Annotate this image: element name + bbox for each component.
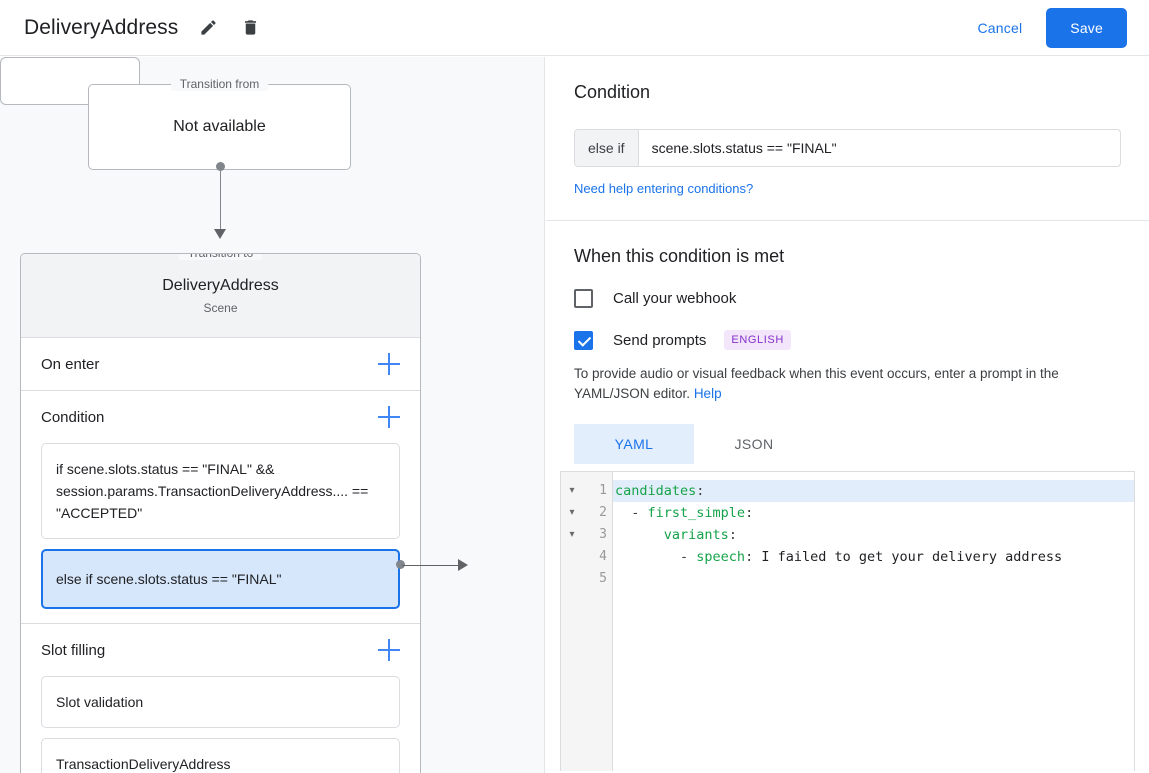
add-condition-icon[interactable] <box>378 406 400 428</box>
condition-met-heading: When this condition is met <box>574 246 785 266</box>
connector-arrow-down <box>214 229 226 239</box>
condition-field-row: else if <box>574 129 1121 167</box>
code-line: - first_simple: <box>631 505 754 521</box>
fold-toggle[interactable]: ▾ <box>569 507 575 518</box>
slot-filling-list: Slot validation TransactionDeliveryAddre… <box>41 676 400 773</box>
editor-fold-gutter[interactable]: ▾ ▾ ▾ <box>561 472 583 771</box>
fold-toggle[interactable]: ▾ <box>569 529 575 540</box>
code-line: - speech: I failed to get your delivery … <box>680 549 1063 565</box>
add-on-enter-icon[interactable] <box>378 353 400 375</box>
condition-met-section: When this condition is met Call your web… <box>546 221 1149 464</box>
webhook-checkbox[interactable] <box>574 289 593 308</box>
section-slot-filling-title: Slot filling <box>41 641 106 659</box>
transition-to-legend: Transition to <box>178 254 263 260</box>
cancel-button[interactable]: Cancel <box>964 11 1037 45</box>
fold-toggle[interactable] <box>561 568 583 590</box>
line-number: 3 <box>599 527 607 542</box>
section-condition: Condition if scene.slots.status == "FINA… <box>21 391 420 624</box>
condition-help-link[interactable]: Need help entering conditions? <box>574 181 754 196</box>
language-badge: ENGLISH <box>724 330 791 350</box>
prompts-helper-body: To provide audio or visual feedback when… <box>574 366 1059 401</box>
transition-from-node[interactable]: Transition from Not available <box>88 77 351 170</box>
section-slot-filling-header: Slot filling <box>41 624 400 676</box>
scene-name: DeliveryAddress <box>162 276 279 294</box>
editor-line-numbers: 1 2 3 4 5 <box>583 472 613 771</box>
webhook-row[interactable]: Call your webhook <box>574 289 1121 308</box>
send-prompts-label: Send prompts <box>613 331 707 349</box>
tab-json[interactable]: JSON <box>734 436 774 452</box>
fold-toggle[interactable] <box>561 546 583 568</box>
line-number: 2 <box>599 505 607 520</box>
editor-format-tabs: YAML JSON <box>574 424 1121 464</box>
connector-dot-top <box>215 162 225 171</box>
section-divider <box>546 220 1149 221</box>
code-editor[interactable]: ▾ ▾ ▾ 1 2 3 4 5 candidates: - first_simp… <box>560 471 1135 771</box>
condition-list: if scene.slots.status == "FINAL" && sess… <box>41 443 400 623</box>
connector-dot-condition <box>396 560 405 569</box>
prompts-helper-text: To provide audio or visual feedback when… <box>574 364 1121 404</box>
add-slot-filling-icon[interactable] <box>378 639 400 661</box>
prompts-help-link[interactable]: Help <box>693 386 722 401</box>
section-condition-header: Condition <box>41 391 400 443</box>
condition-operator-prefix: else if <box>575 130 639 166</box>
section-on-enter-header: On enter <box>41 338 400 390</box>
transition-to-node[interactable]: Transition to DeliveryAddress Scene On e… <box>20 253 421 773</box>
connector-line-horizontal <box>402 564 460 566</box>
send-prompts-row[interactable]: Send prompts ENGLISH <box>574 330 1121 350</box>
scene-type: Scene <box>203 300 238 315</box>
condition-item-selected[interactable]: else if scene.slots.status == "FINAL" <box>41 549 400 609</box>
section-slot-filling: Slot filling Slot validation Transaction… <box>21 624 420 773</box>
code-line: candidates: <box>613 480 1134 502</box>
fold-toggle[interactable]: ▾ <box>569 485 575 496</box>
webhook-label: Call your webhook <box>613 290 737 307</box>
send-prompts-checkbox[interactable] <box>574 330 593 350</box>
slot-filling-item-transaction[interactable]: TransactionDeliveryAddress <box>41 738 400 773</box>
slot-filling-item-validation[interactable]: Slot validation <box>41 676 400 728</box>
trash-icon[interactable] <box>238 16 262 40</box>
tab-yaml[interactable]: YAML <box>574 424 694 464</box>
connector-arrow-right <box>458 558 468 571</box>
pencil-icon[interactable] <box>196 16 220 40</box>
app-header: DeliveryAddress Cancel Save <box>0 0 1149 56</box>
scene-header: DeliveryAddress Scene <box>21 254 420 338</box>
code-line <box>613 568 1134 590</box>
editor-code-area[interactable]: candidates: - first_simple: variants: - … <box>613 472 1134 771</box>
page-title: DeliveryAddress <box>24 15 179 39</box>
condition-item[interactable]: if scene.slots.status == "FINAL" && sess… <box>41 443 400 539</box>
connector-line-vertical <box>220 167 221 235</box>
transition-from-legend: Transition from <box>170 77 269 91</box>
section-condition-title: Condition <box>41 408 105 426</box>
condition-heading: Condition <box>574 82 651 102</box>
condition-input[interactable] <box>638 130 1120 166</box>
section-on-enter: On enter <box>21 338 420 391</box>
save-button[interactable]: Save <box>1046 7 1127 48</box>
code-line: variants: <box>663 527 737 543</box>
line-number: 5 <box>599 571 607 586</box>
graph-panel[interactable]: Transition from Not available Transition… <box>0 57 545 773</box>
line-number: 4 <box>599 549 607 564</box>
line-number: 1 <box>599 483 607 498</box>
details-panel: Condition else if Need help entering con… <box>546 57 1149 773</box>
section-on-enter-title: On enter <box>41 355 100 373</box>
transition-from-title: Not available <box>173 118 266 135</box>
condition-section: Condition else if Need help entering con… <box>546 57 1149 220</box>
